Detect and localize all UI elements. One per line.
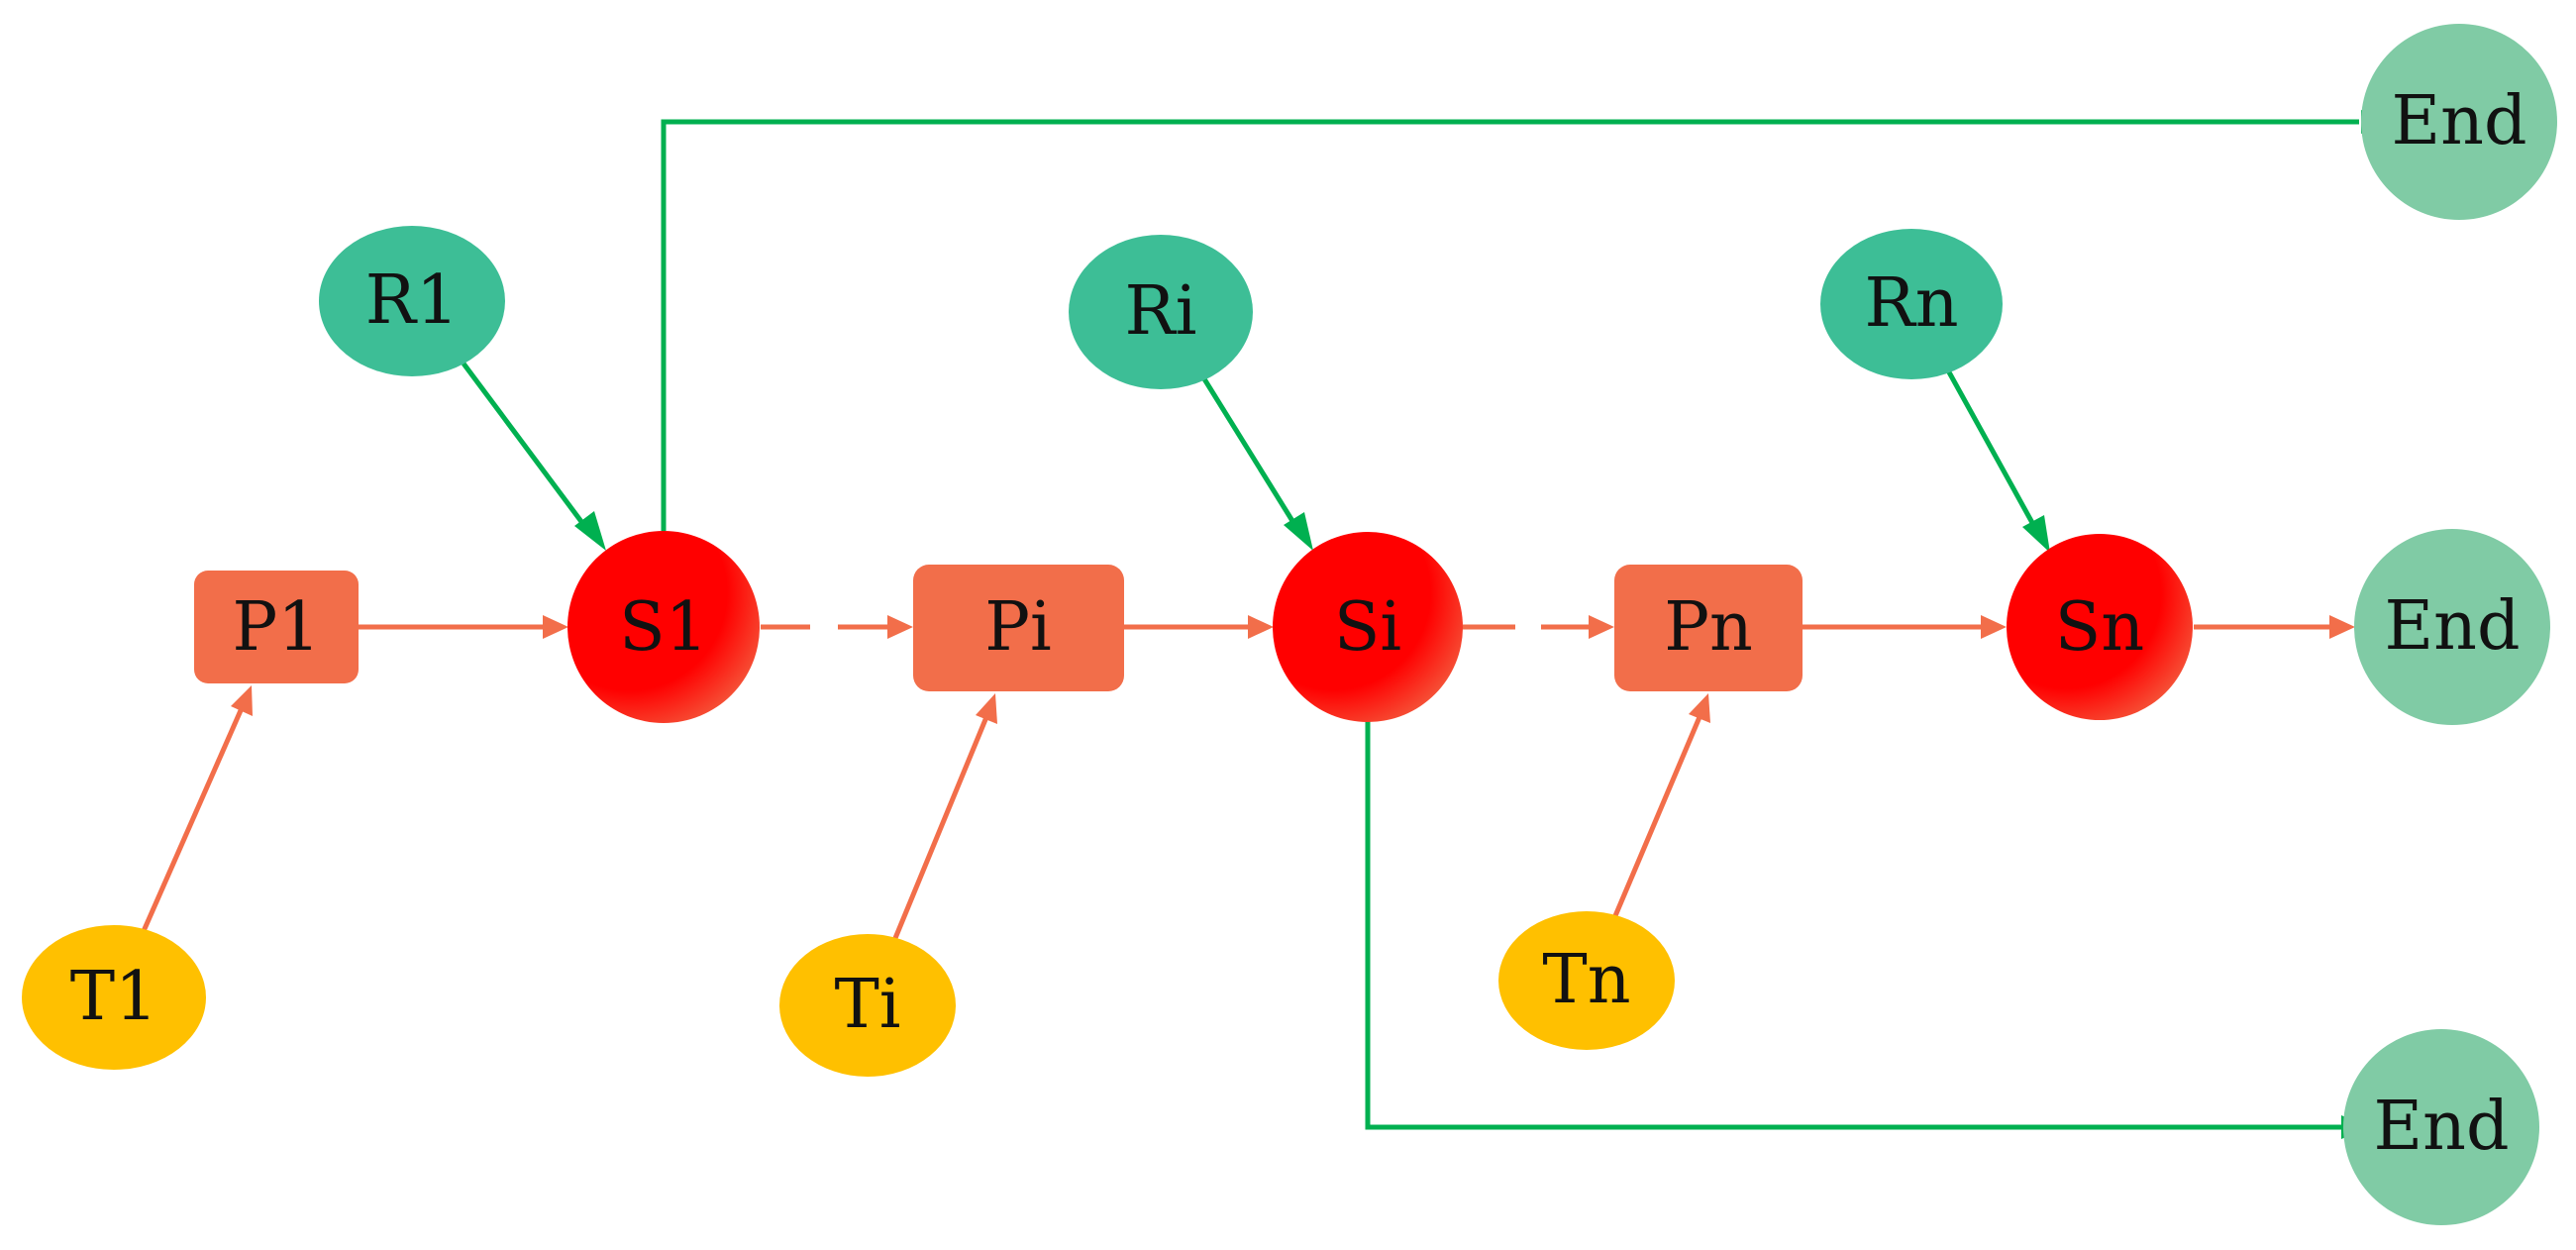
arrowhead-p1-s1: [543, 615, 568, 639]
process-label-p1: P1: [232, 588, 320, 667]
end-node-top: End: [2361, 24, 2557, 220]
arrowhead-rn-sn: [2022, 515, 2050, 553]
arrowhead-s1-pi: [887, 615, 913, 639]
arrowhead-t1-p1: [231, 685, 253, 716]
end-label-top: End: [2392, 82, 2527, 160]
arrowhead-r1-s1: [574, 511, 606, 551]
arrow-r1-to-s1: [461, 362, 591, 533]
state-node-si: Si: [1273, 532, 1463, 722]
arrowhead-end-mid: [2329, 615, 2355, 639]
arrowhead-tn-pn: [1689, 693, 1710, 723]
trigger-label-t1: T1: [70, 958, 158, 1036]
resource-label-rn: Rn: [1865, 264, 1959, 343]
resource-node-ri: Ri: [1069, 235, 1253, 389]
process-node-p1: P1: [194, 571, 359, 683]
arrow-rn-to-sn: [1945, 368, 2039, 532]
trigger-node-ti: Ti: [779, 934, 956, 1077]
end-label-mid: End: [2385, 587, 2521, 666]
process-node-pn: Pn: [1614, 565, 1803, 691]
trigger-node-t1: T1: [22, 925, 206, 1070]
trigger-label-ti: Ti: [834, 966, 900, 1044]
arrow-ri-to-si: [1200, 375, 1300, 531]
arrow-si-to-end-bottom: [1365, 720, 2341, 1130]
arrowhead-si-pn: [1589, 615, 1614, 639]
end-node-mid: End: [2354, 529, 2550, 725]
arrowhead-ri-si: [1284, 512, 1313, 551]
arrowhead-ti-pi: [976, 693, 997, 724]
state-label-s1: S1: [619, 588, 708, 667]
arrow-ti-to-pi: [890, 716, 989, 944]
resource-node-r1: R1: [319, 226, 505, 376]
state-node-s1: S1: [567, 531, 760, 723]
resource-label-ri: Ri: [1125, 272, 1197, 351]
edges: [141, 110, 2387, 1139]
arrowhead-pi-si: [1248, 615, 1274, 639]
trigger-label-tn: Tn: [1542, 941, 1630, 1019]
arrow-s1-to-end-top: [661, 119, 2359, 531]
end-node-bottom: End: [2343, 1029, 2539, 1225]
state-node-sn: Sn: [2007, 534, 2193, 720]
process-label-pi: Pi: [984, 588, 1052, 667]
arrow-tn-to-pn: [1611, 716, 1702, 919]
state-label-sn: Sn: [2055, 588, 2144, 667]
arrowhead-pn-sn: [1981, 615, 2007, 639]
resource-node-rn: Rn: [1820, 229, 2003, 379]
state-label-si: Si: [1334, 588, 1401, 667]
trigger-node-tn: Tn: [1498, 911, 1675, 1050]
end-label-bottom: End: [2374, 1088, 2510, 1166]
arrow-t1-to-p1: [141, 706, 245, 933]
process-label-pn: Pn: [1664, 588, 1753, 667]
process-node-pi: Pi: [913, 565, 1124, 691]
resource-label-r1: R1: [365, 261, 459, 340]
